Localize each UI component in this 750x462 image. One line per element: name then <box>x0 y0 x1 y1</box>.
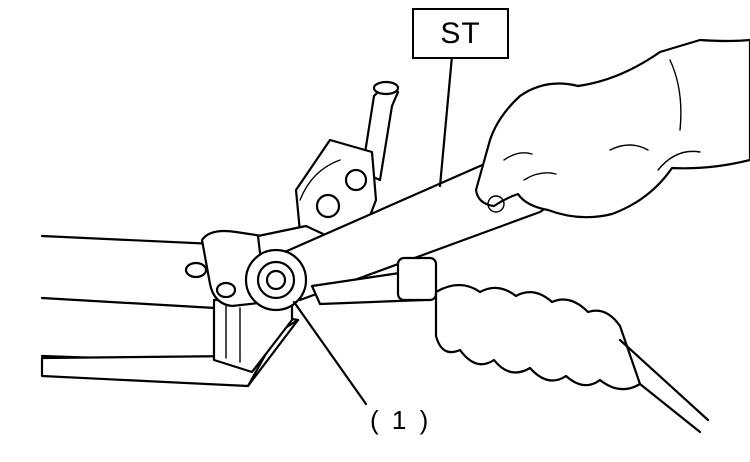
special-tool-label-box: ST <box>412 8 509 59</box>
special-tool-label: ST <box>440 16 481 50</box>
tie-rod-boot <box>310 256 710 434</box>
part-callout-label: ( 1 ) <box>370 405 432 435</box>
gloved-hand <box>474 38 750 219</box>
callout-leader-line <box>292 300 368 406</box>
